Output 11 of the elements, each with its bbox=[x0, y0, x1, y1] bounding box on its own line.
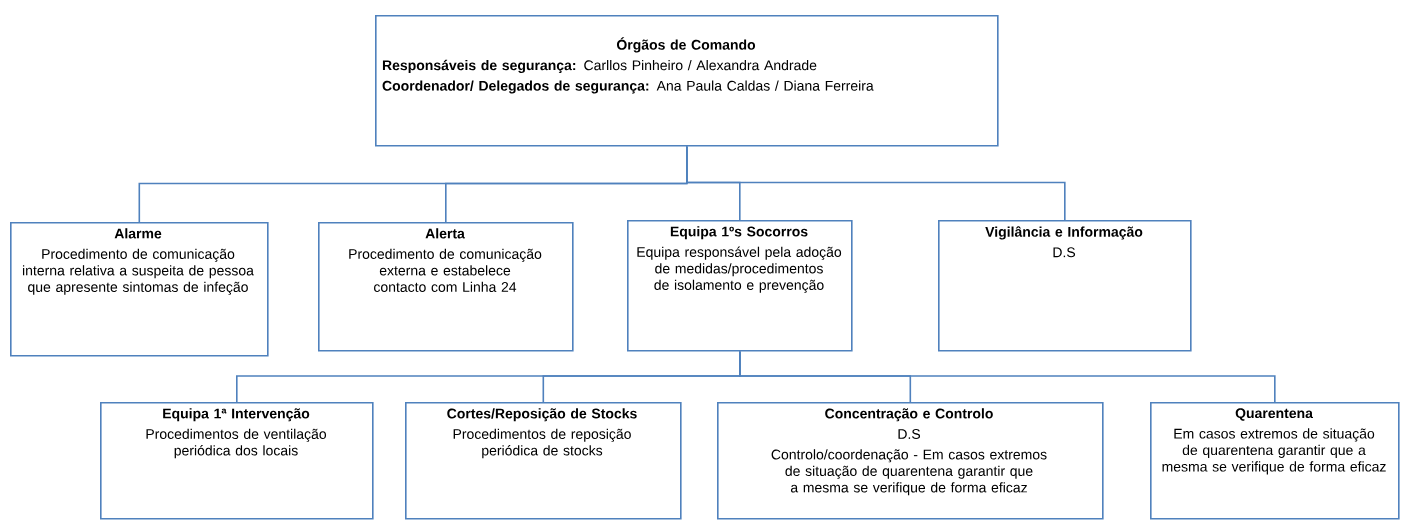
org-box: Concentração e Controlo D.S Controlo/coordenação - Em casos extremos de situação de quarentena garantir que a mesma se verifique de forma eficaz bbox=[717, 402, 1104, 520]
org-box: Equipa 1ºs Socorros Equipa responsável pela adoção de medidas/procedimentos de isolamento e prevenção bbox=[627, 220, 853, 352]
org-box: Alerta Procedimento de comunicação externa e estabelece contacto com Linha 24 bbox=[318, 222, 574, 352]
org-box: Alarme Procedimento de comunicação interna relativa a suspeita de pessoa que apresente sintomas de infeção bbox=[10, 222, 269, 357]
connector-line bbox=[739, 350, 1276, 403]
org-box: Equipa 1ª Intervenção Procedimentos de ventilação periódica dos locais bbox=[100, 402, 374, 520]
connector-line bbox=[686, 145, 1066, 221]
org-box: Cortes/Reposição de Stocks Procedimentos de reposição periódica de stocks bbox=[405, 402, 682, 520]
org-box: Órgãos de Comando Responsáveis de segurança: Carllos Pinheiro / Alexandra Andrade Coordenador/ Delegados de segurança: Ana Paula Caldas / Diana Ferreira bbox=[375, 15, 999, 147]
org-box: Vigilância e Informação D.S bbox=[938, 220, 1192, 352]
org-box: Quarentena Em casos extremos de situação de quarentena garantir que a mesma se verifique de forma eficaz bbox=[1150, 402, 1400, 520]
